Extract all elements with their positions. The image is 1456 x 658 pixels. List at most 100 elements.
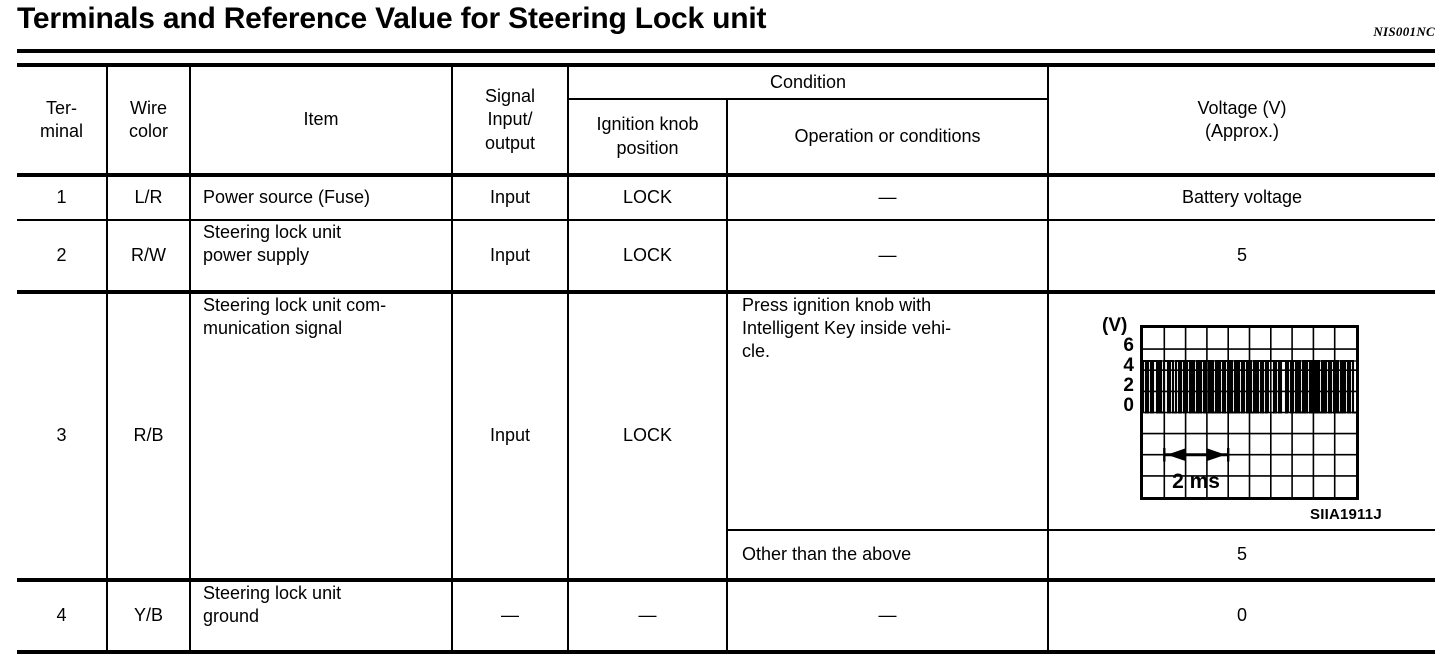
row4-voltage: 0 [1049,582,1435,650]
row1-operation-value: — [878,187,897,208]
row4-signal-value: — [501,605,519,626]
row3-item-line2: munication signal [203,318,343,339]
row1-wire-color: L/R [108,177,189,219]
header-signal-io: Signal Input/ output [453,67,567,173]
waveform-ytick-4: 4 [1123,355,1134,376]
header-voltage-line2: (Approx.) [1204,121,1280,141]
row3-voltage-other: 5 [1049,531,1435,578]
header-terminal-line1: Ter- [46,97,77,118]
row3-operation-line3: cle. [742,341,771,362]
row3-item: Steering lock unit com- munication signa… [203,294,451,578]
row4-voltage-value: 0 [1236,605,1247,626]
row4-item-line1: Steering lock unit [203,583,342,603]
condition-header-divider [567,98,1047,100]
header-terminal: Ter- minal [17,67,106,173]
header-condition: Condition [569,67,1047,98]
row1-terminal: 1 [17,177,106,219]
row4-ignition-position: — [569,582,726,650]
col-divider-ignition [726,98,728,650]
time-marker-label: 2 ms [1172,470,1220,493]
header-signal-line1: Signal [484,86,536,107]
figure-id: SIIA1911J [1310,506,1382,523]
table-top-border [17,63,1435,67]
header-signal-line2: Input/ [487,109,533,130]
row3-ignition-position: LOCK [569,294,726,578]
row2-voltage: 5 [1049,221,1435,290]
row3-condition-divider [726,529,1435,531]
row1-item: Power source (Fuse) [203,177,451,219]
page-title: Terminals and Reference Value for Steeri… [17,2,767,35]
row2-ignition-value: LOCK [622,244,673,265]
row1-voltage-value: Battery voltage [1181,187,1303,208]
col-divider-voltage [1047,63,1049,650]
row3-wire-color: R/B [108,294,189,578]
row4-wire-color-value: Y/B [133,605,163,626]
row3-signal-io: Input [453,294,567,578]
row1-ignition-value: LOCK [622,187,673,208]
row4-item-line2: ground [203,606,260,627]
row1-ignition-position: LOCK [569,177,726,219]
col-divider-wire [189,63,191,650]
row1-item-value: Power source (Fuse) [203,187,371,208]
col-divider-item [451,63,453,650]
row2-operation: — [728,221,1047,290]
header-operation-label: Operation or conditions [794,125,981,146]
row2-item: Steering lock unit power supply [203,221,451,290]
title-bar: Terminals and Reference Value for Steeri… [17,2,1435,52]
row1-voltage: Battery voltage [1049,177,1435,219]
header-condition-label: Condition [769,71,847,92]
row3-terminal-value: 3 [56,425,67,446]
header-item: Item [191,67,451,173]
waveform-ytick-6: 6 [1123,335,1134,356]
row3-operation-line2: Intelligent Key inside vehi- [742,318,952,339]
row2-voltage-value: 5 [1236,244,1247,265]
header-item-label: Item [303,109,339,130]
waveform-figure: (V) 6 4 2 0 [1082,310,1392,535]
header-ignition-knob-position: Ignition knob position [569,100,726,173]
row3-ignition-value: LOCK [622,425,673,446]
row2-wire-color-value: R/W [131,244,166,265]
header-terminal-line2: minal [39,121,83,141]
row2-signal-io: Input [453,221,567,290]
row2-signal-value: Input [489,244,531,265]
reference-value-table: Ter- minal Wire color Item Signal Input/… [17,63,1435,655]
row3-wire-color-value: R/B [133,425,164,446]
row1-terminal-value: 1 [56,187,67,208]
row4-operation: — [728,582,1047,650]
row2-wire-color: R/W [108,221,189,290]
row4-wire-color: Y/B [108,582,189,650]
row3-terminal: 3 [17,294,106,578]
row4-signal-io: — [453,582,567,650]
time-marker [1163,448,1230,462]
header-voltage-line1: Voltage (V) [1197,97,1287,118]
row4-operation-value: — [878,605,897,626]
row4-item: Steering lock unit ground [203,582,451,650]
row3-operation-line1: Press ignition knob with [742,295,932,315]
row1-signal-value: Input [489,187,531,208]
row2-ignition-position: LOCK [569,221,726,290]
row4-terminal-value: 4 [56,605,67,626]
header-wire-color-line1: Wire [130,97,167,118]
title-divider [17,49,1435,53]
header-ignition-line2: position [616,137,679,158]
header-wire-color: Wire color [108,67,189,173]
row2-terminal: 2 [17,221,106,290]
header-ignition-line1: Ignition knob [596,114,699,135]
waveform-plot: 2 ms [1143,328,1356,497]
col-divider-terminal [106,63,108,650]
row1-signal-io: Input [453,177,567,219]
row3-operation-other: Other than the above [742,531,1042,578]
signal-trace [1143,359,1356,414]
header-signal-line3: output [484,132,536,153]
row4-terminal: 4 [17,582,106,650]
document-code: NIS001NC [1373,24,1435,39]
col-divider-signal [567,63,569,650]
row1-wire-color-value: L/R [134,187,163,208]
row3-voltage-other-value: 5 [1236,543,1247,564]
row4-ignition-value: — [638,605,657,626]
header-operation-or-conditions: Operation or conditions [728,100,1047,173]
row1-operation: — [728,177,1047,219]
waveform-ytick-0: 0 [1123,395,1134,416]
header-wire-color-line2: color [128,121,168,141]
waveform-ytick-2: 2 [1123,375,1134,396]
